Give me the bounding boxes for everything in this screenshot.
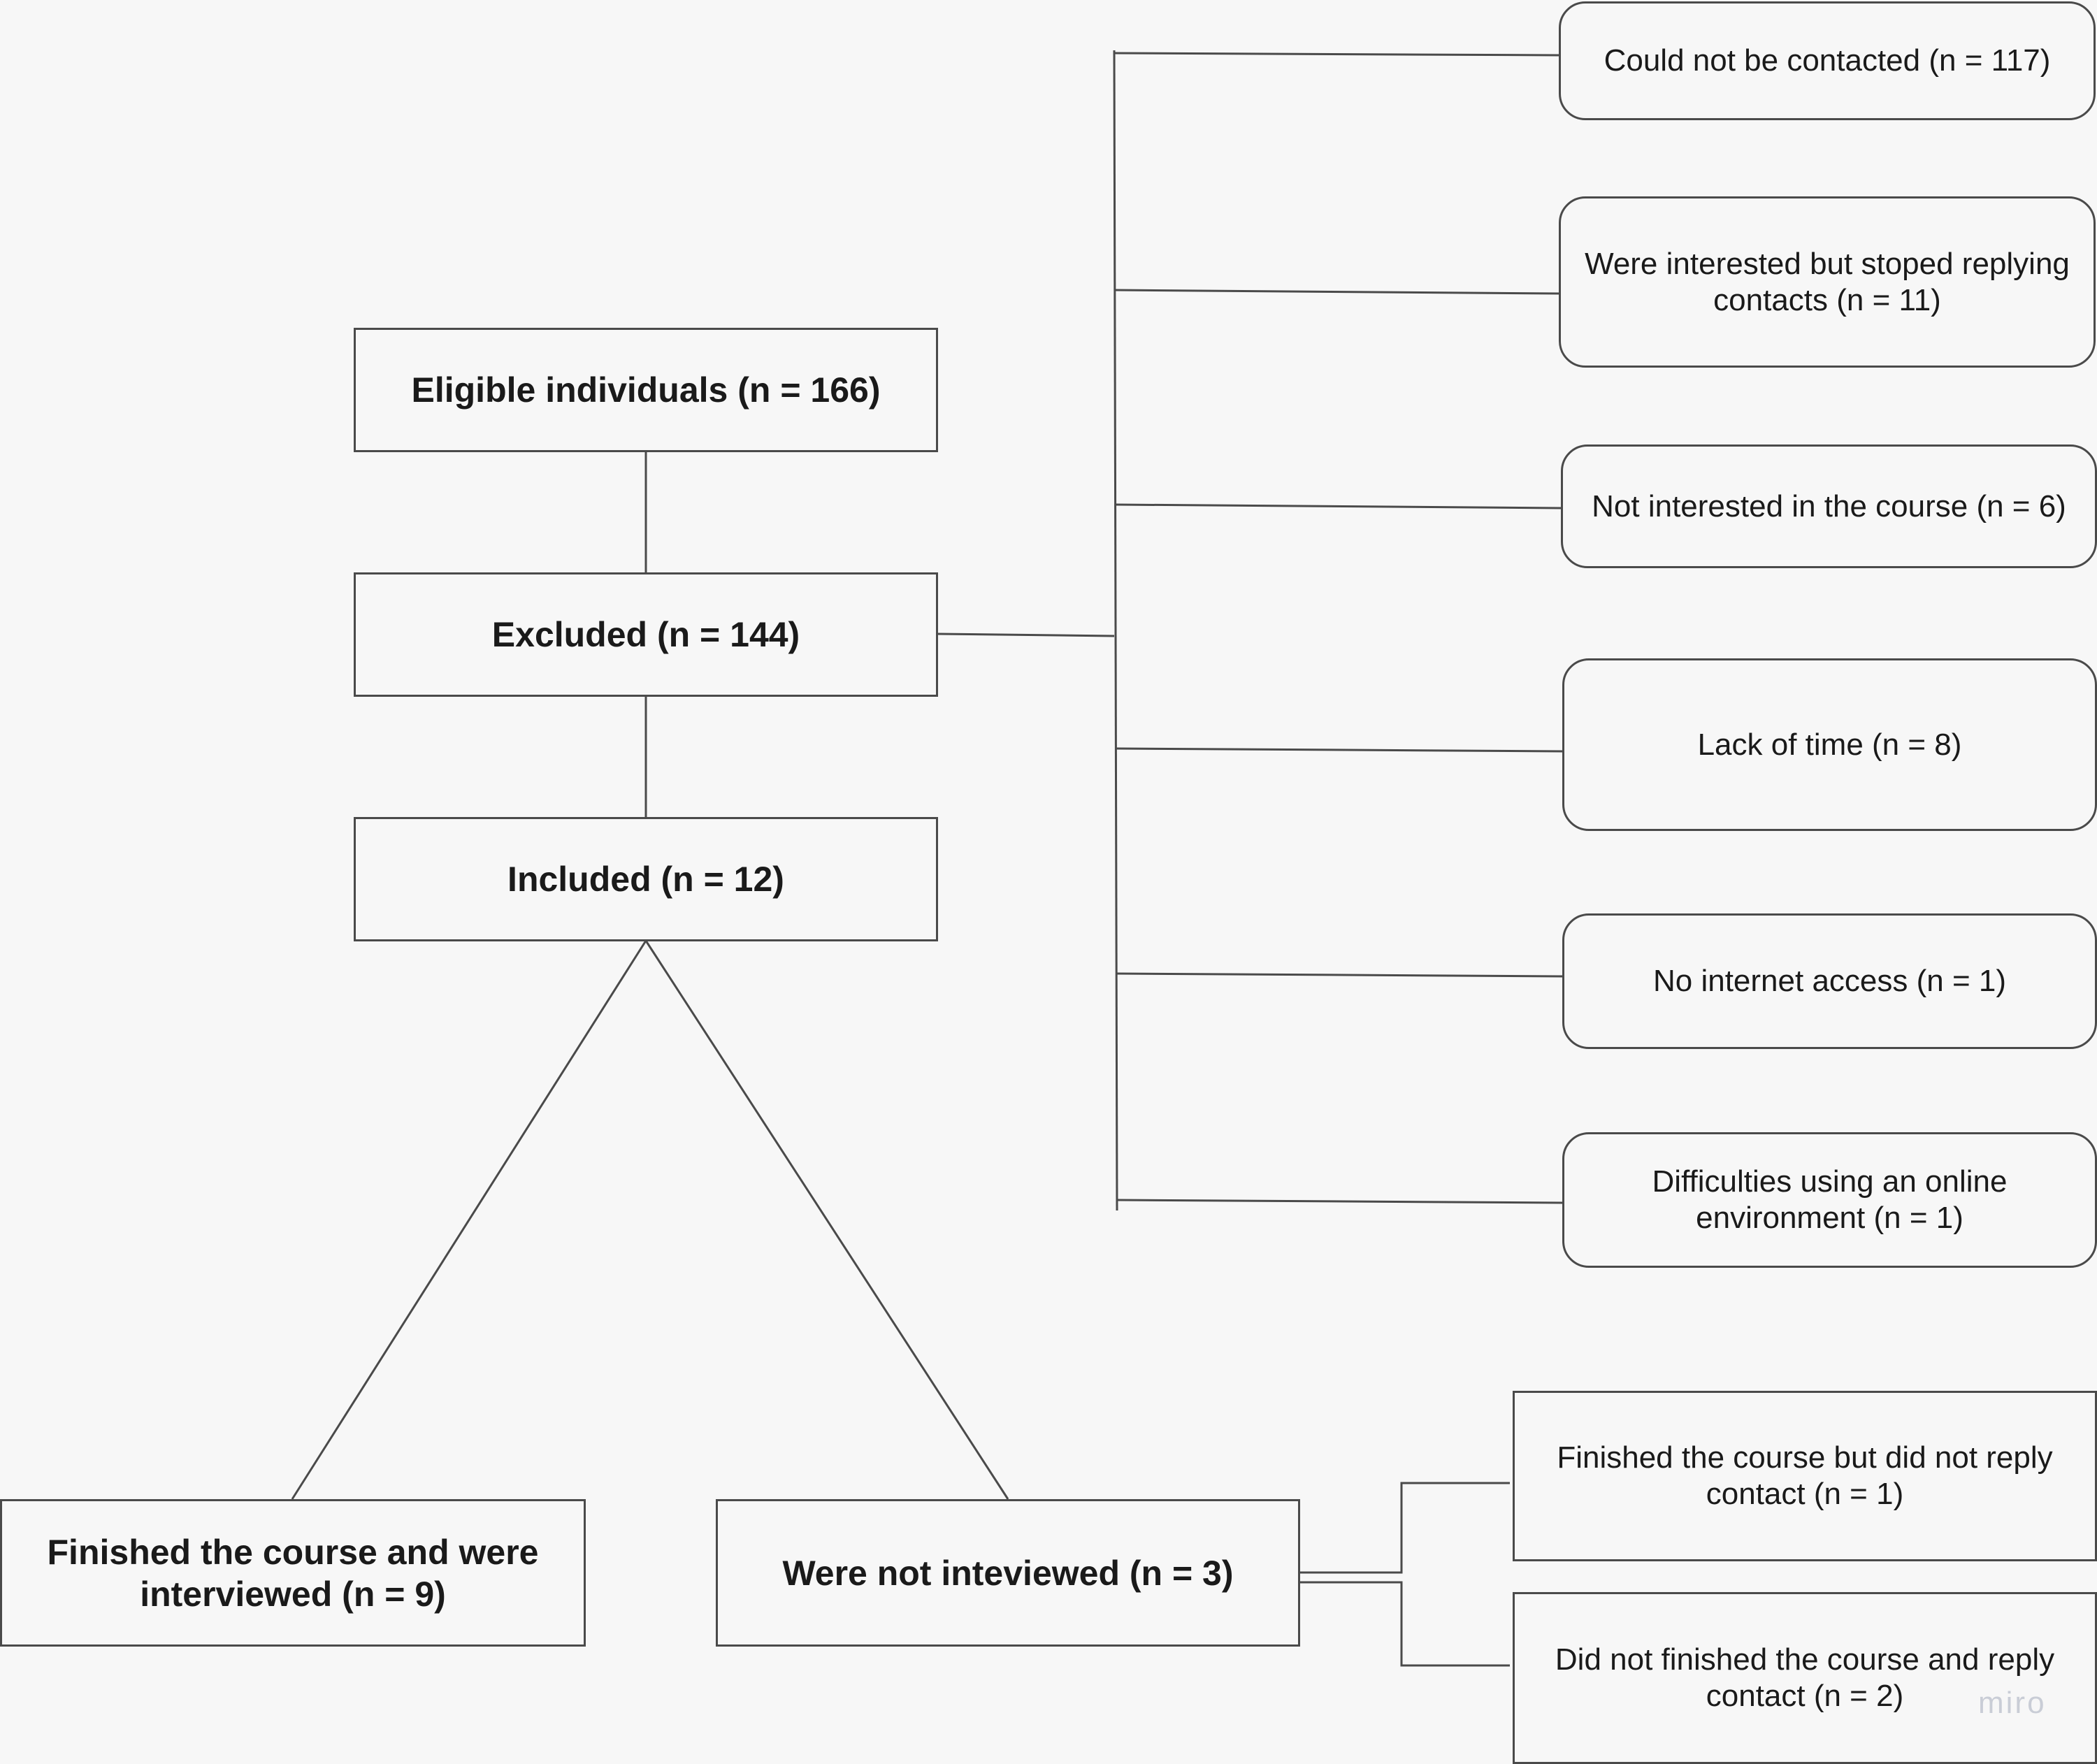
connector-not-interviewed-sub-1 — [1299, 1482, 1510, 1574]
reason-label-4: Lack of time (n = 8) — [1697, 727, 1962, 762]
branch-reason-1 — [1114, 52, 1559, 57]
eligible-box: Eligible individuals (n = 166) — [354, 328, 938, 452]
branch-reason-3 — [1115, 503, 1562, 509]
branch-reason-5 — [1116, 972, 1563, 978]
eligible-label: Eligible individuals (n = 166) — [411, 370, 881, 410]
reason-box-1: Could not be contacted (n = 117) — [1559, 1, 2096, 120]
branch-reason-6 — [1116, 1199, 1563, 1204]
finished-interviewed-box: Finished the course and were interviewed… — [0, 1499, 586, 1647]
reason-box-3: Not interested in the course (n = 6) — [1561, 444, 2097, 568]
connector-excluded-bracket — [937, 632, 1115, 637]
reason-box-4: Lack of time (n = 8) — [1562, 658, 2097, 831]
not-interviewed-reason-label-1: Finished the course but did not reply co… — [1557, 1440, 2053, 1511]
branch-reason-2 — [1114, 289, 1559, 295]
included-box: Included (n = 12) — [354, 817, 938, 941]
reason-box-5: No internet access (n = 1) — [1562, 913, 2097, 1049]
reason-label-5: No internet access (n = 1) — [1652, 964, 2006, 998]
branch-reason-4 — [1116, 747, 1563, 753]
excluded-box: Excluded (n = 144) — [354, 572, 938, 697]
not-interviewed-reason-box-1: Finished the course but did not reply co… — [1513, 1391, 2097, 1561]
reason-box-2: Were interested but stoped replying cont… — [1559, 196, 2096, 368]
reason-label-2: Were interested but stoped replying cont… — [1585, 246, 2070, 317]
reason-label-1: Could not be contacted (n = 117) — [1604, 43, 2051, 78]
connector-included-not-interviewed — [644, 940, 1009, 1500]
not-interviewed-label: Were not inteviewed (n = 3) — [782, 1553, 1234, 1593]
reason-label-3: Not interested in the course (n = 6) — [1592, 489, 2066, 523]
not-interviewed-reason-label-2: Did not finished the course and reply co… — [1555, 1642, 2055, 1713]
miro-watermark: miro — [1978, 1686, 2047, 1720]
excluded-label: Excluded (n = 144) — [491, 615, 800, 654]
exclusion-bracket — [1113, 50, 1118, 1211]
reason-box-6: Difficulties using an online environment… — [1562, 1132, 2097, 1268]
included-label: Included (n = 12) — [507, 860, 784, 899]
reason-label-6: Difficulties using an online environment… — [1652, 1164, 2008, 1235]
not-interviewed-box: Were not inteviewed (n = 3) — [716, 1499, 1300, 1647]
finished-interviewed-label: Finished the course and were interviewed… — [47, 1532, 539, 1614]
connector-included-finished — [291, 940, 647, 1500]
not-interviewed-reason-box-2: Did not finished the course and reply co… — [1513, 1592, 2097, 1764]
connector-not-interviewed-sub-2 — [1299, 1581, 1510, 1667]
